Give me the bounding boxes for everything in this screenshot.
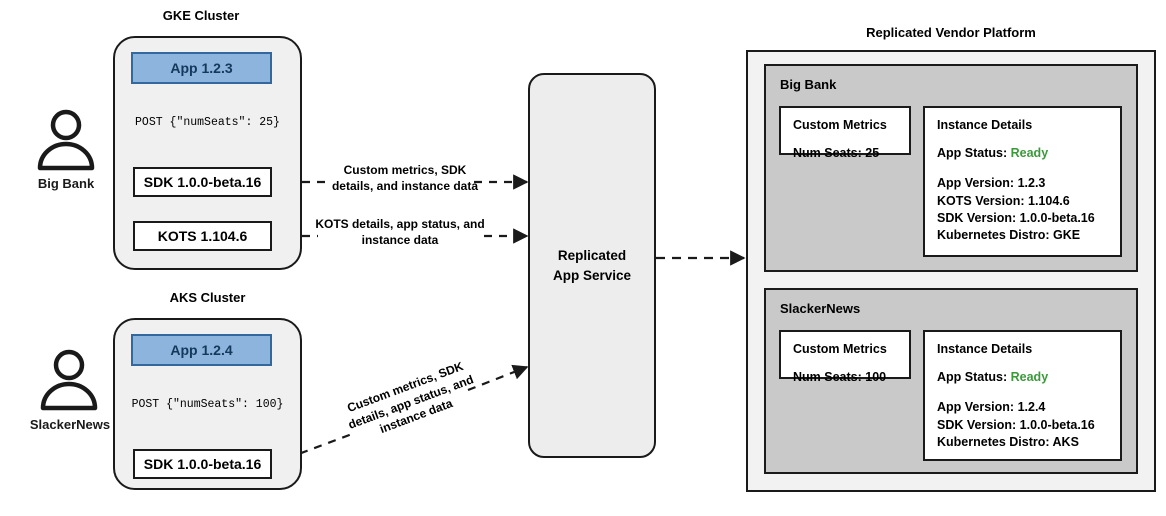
- replicated-app-service[interactable]: Replicated App Service: [528, 73, 656, 458]
- aks-sdk-box[interactable]: SDK 1.0.0-beta.16: [133, 449, 272, 479]
- custom-metrics-card-big-bank: Custom Metrics Num Seats: 25: [779, 106, 911, 160]
- edge-label-line: Custom metrics, SDK: [343, 163, 467, 177]
- num-seats-value: Num Seats: 100: [793, 370, 887, 384]
- tenant-name-slackernews: SlackerNews: [780, 301, 861, 316]
- detail-line: App Version: 1.2.3: [937, 176, 1046, 191]
- platform-title: Replicated Vendor Platform: [866, 25, 1036, 40]
- instance-details-heading: Instance Details: [937, 342, 1033, 356]
- gke-sdk-box[interactable]: SDK 1.0.0-beta.16: [133, 167, 272, 197]
- custom-metrics-heading: Custom Metrics: [793, 118, 887, 132]
- actor-big-bank: [30, 108, 102, 172]
- tenant-name-big-bank: Big Bank: [780, 77, 837, 92]
- service-label-line1: Replicated: [557, 247, 627, 263]
- detail-line: App Version: 1.2.4: [937, 400, 1046, 415]
- cluster-title-gke: GKE Cluster: [162, 8, 240, 23]
- service-label-line2: App Service: [552, 267, 632, 283]
- app-status-label: App Status:: [937, 370, 1008, 384]
- app-status-line: App Status: Ready: [937, 369, 1108, 386]
- service-label: Replicated App Service: [553, 246, 631, 285]
- cluster-title-aks: AKS Cluster: [169, 290, 246, 305]
- detail-line: SDK Version: 1.0.0-beta.16: [937, 417, 1095, 432]
- edge-label-line: instance data: [361, 232, 439, 247]
- status-badge: Ready: [1010, 146, 1049, 160]
- detail-line: SDK Version: 1.0.0-beta.16: [937, 210, 1095, 225]
- actor-label-big-bank: Big Bank: [37, 176, 95, 191]
- person-icon: [40, 349, 98, 411]
- edge-label-gke-kots: KOTS details, app status, and instance d…: [313, 217, 487, 248]
- app-status-line: App Status: Ready: [937, 145, 1108, 162]
- detail-line: KOTS Version: 1.104.6: [937, 193, 1070, 208]
- actor-label-slackernews: SlackerNews: [29, 417, 111, 432]
- actor-slackernews: [33, 348, 105, 412]
- edge-label-line: details, and instance data: [331, 178, 479, 193]
- aks-app-box[interactable]: App 1.2.4: [131, 334, 272, 366]
- aks-post-label: POST {"numSeats": 100}: [131, 398, 284, 411]
- edge-label-gke-sdk: Custom metrics, SDK details, and instanc…: [330, 163, 480, 194]
- detail-line: Kubernetes Distro: GKE: [937, 228, 1081, 242]
- app-status-label: App Status:: [937, 146, 1008, 160]
- instance-details-card-slackernews: Instance Details App Status: Ready App V…: [923, 330, 1122, 461]
- custom-metrics-heading: Custom Metrics: [793, 342, 887, 356]
- num-seats-value: Num Seats: 25: [793, 146, 880, 160]
- edge-label-aks-sdk: Custom metrics, SDK details, app status,…: [326, 352, 496, 453]
- gke-kots-box[interactable]: KOTS 1.104.6: [133, 221, 272, 251]
- custom-metrics-card-slackernews: Custom Metrics Num Seats: 100: [779, 330, 911, 384]
- gke-post-label: POST {"numSeats": 25}: [135, 116, 280, 129]
- gke-app-box[interactable]: App 1.2.3: [131, 52, 272, 84]
- instance-details-heading: Instance Details: [937, 118, 1033, 132]
- edge-label-line: KOTS details, app status, and: [315, 217, 485, 231]
- detail-line: Kubernetes Distro: AKS: [937, 434, 1079, 449]
- status-badge: Ready: [1010, 370, 1049, 384]
- instance-details-card-big-bank: Instance Details App Status: Ready App V…: [923, 106, 1122, 257]
- person-icon: [37, 109, 95, 171]
